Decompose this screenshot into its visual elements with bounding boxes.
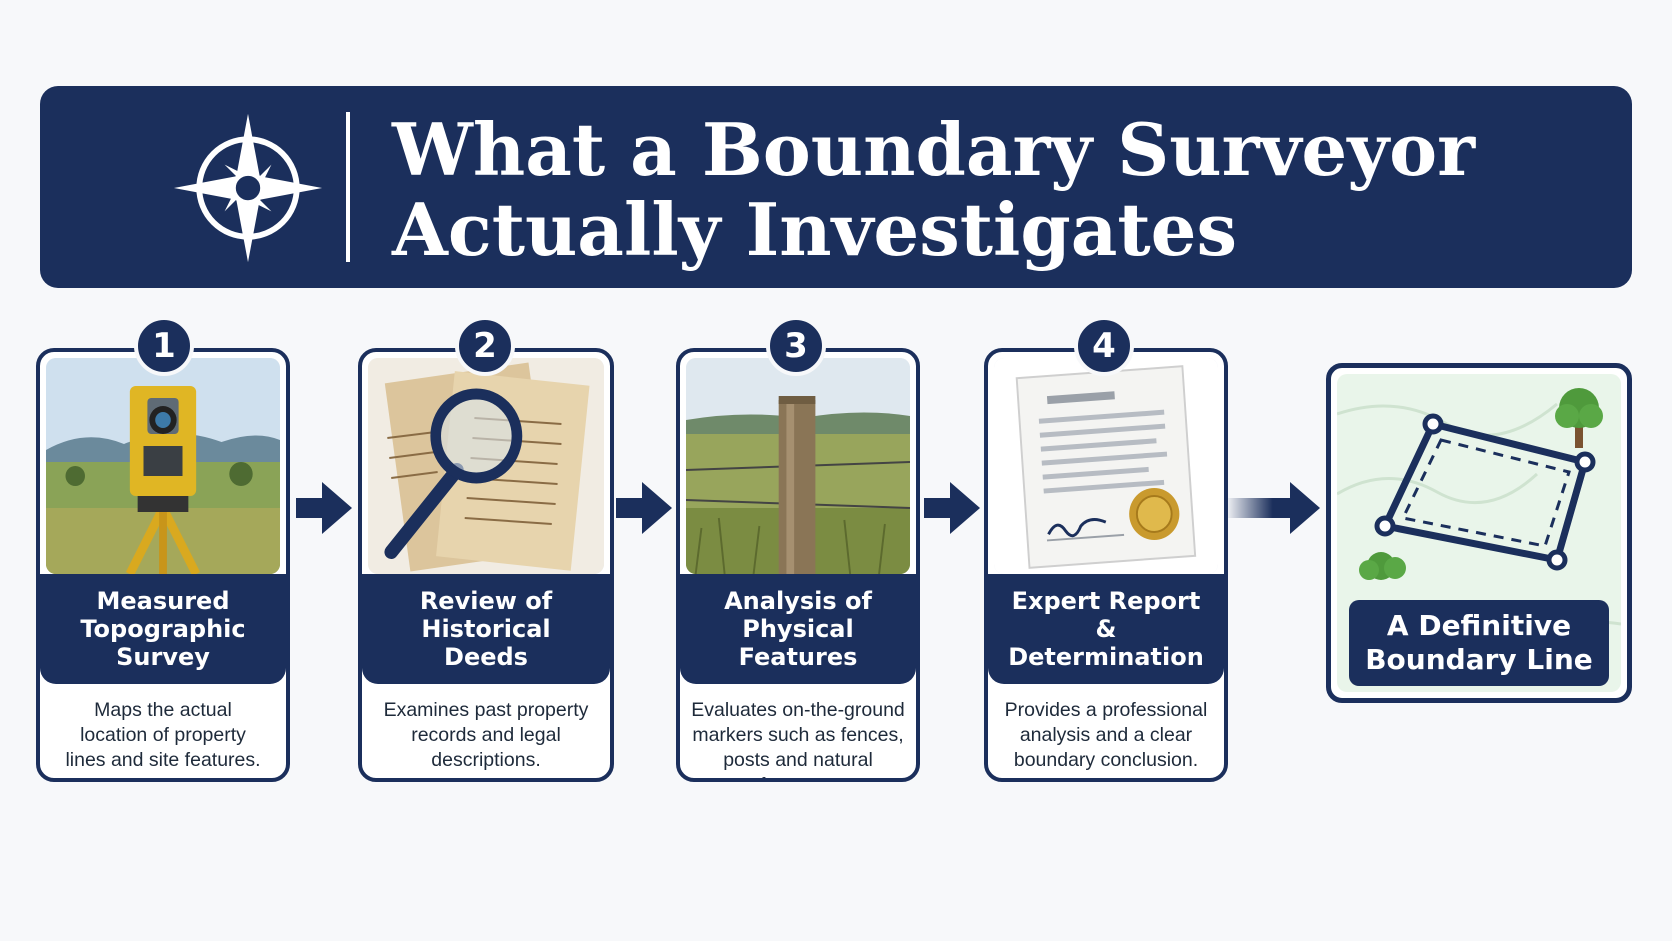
compass-rose-icon: [173, 113, 323, 263]
signed-report-image: [994, 358, 1218, 574]
result-label: A Definitive Boundary Line: [1349, 600, 1609, 686]
step-4-title: Expert Report & Determination: [1008, 587, 1204, 671]
step-2-title: Review of Historical Deeds: [419, 587, 553, 671]
step-4-number-badge: 4: [1074, 316, 1134, 376]
step-2-description: Examines past property records and legal…: [383, 699, 589, 771]
step-3-title: Analysis of Physical Features: [724, 587, 872, 671]
fence-post-image: [686, 358, 910, 574]
step-1-label: Measured Topographic Survey: [40, 574, 286, 684]
historical-deeds-image: [368, 358, 604, 574]
step-4-card: Expert Report & Determination Provides a…: [984, 348, 1228, 782]
arrow-right-icon: [924, 482, 980, 534]
step-3-number-badge: 3: [766, 316, 826, 376]
page-title-line-2: Actually Investigates: [392, 187, 1237, 272]
step-1-description: Maps the actual location of property lin…: [65, 699, 261, 771]
step-4-description: Provides a professional analysis and a c…: [1004, 699, 1208, 771]
step-2-number-badge: 2: [455, 316, 515, 376]
header-banner: What a Boundary Surveyor Actually Invest…: [40, 86, 1632, 288]
page-title-line-1: What a Boundary Surveyor: [392, 107, 1476, 192]
step-1-number-badge: 1: [134, 316, 194, 376]
banner-divider: [346, 112, 350, 262]
step-4-label: Expert Report & Determination: [988, 574, 1224, 684]
result-card: A Definitive Boundary Line: [1326, 363, 1632, 703]
step-2-card: Review of Historical Deeds Examines past…: [358, 348, 614, 782]
step-3-description: Evaluates on-the-ground markers such as …: [691, 699, 905, 778]
total-station-image: [46, 358, 280, 574]
arrow-right-icon: [296, 482, 352, 534]
step-2-label: Review of Historical Deeds: [362, 574, 610, 684]
arrow-right-icon: [1228, 482, 1320, 534]
step-3-card: Analysis of Physical Features Evaluates …: [676, 348, 920, 782]
step-1-title: Measured Topographic Survey: [80, 587, 246, 671]
arrow-right-icon: [616, 482, 672, 534]
result-title: A Definitive Boundary Line: [1365, 609, 1593, 676]
step-3-label: Analysis of Physical Features: [680, 574, 916, 684]
step-1-card: Measured Topographic Survey Maps the act…: [36, 348, 290, 782]
